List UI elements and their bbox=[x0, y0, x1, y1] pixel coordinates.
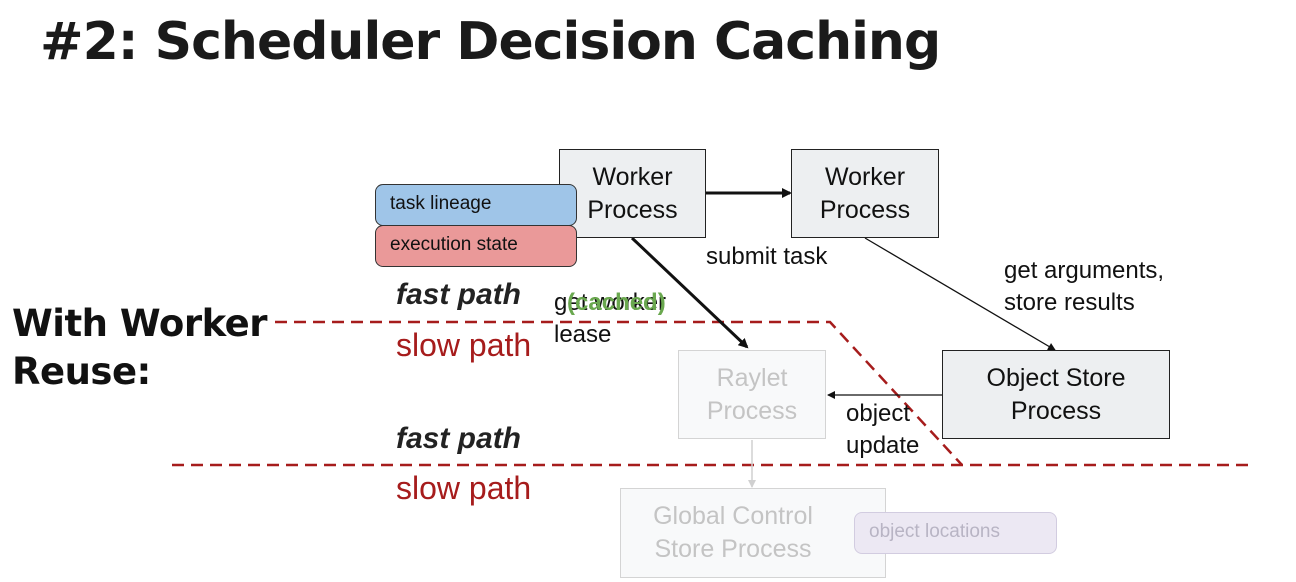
get-arguments-line2: store results bbox=[1004, 289, 1135, 316]
raylet-line2: Process bbox=[706, 396, 798, 425]
get-worker-lease-line1: get worker bbox=[554, 289, 667, 316]
object-store-line2: Process bbox=[1010, 396, 1102, 425]
get-worker-lease-line2: lease bbox=[554, 321, 612, 348]
worker-process-line1: Worker bbox=[592, 162, 673, 191]
object-locations-tag: object locations bbox=[854, 512, 1057, 554]
gcs-line1: Global Control bbox=[653, 502, 813, 530]
worker-process-2-line1: Worker bbox=[824, 162, 906, 191]
page-title: #2: Scheduler Decision Caching bbox=[40, 12, 941, 72]
raylet-line1: Raylet bbox=[716, 363, 788, 392]
side-label: With Worker Reuse: bbox=[12, 300, 268, 396]
fast-path-label-upper: fast path bbox=[396, 278, 522, 311]
object-store-line1: Object Store bbox=[986, 363, 1126, 392]
slow-path-label-lower: slow path bbox=[396, 470, 532, 506]
slow-path-label-upper: slow path bbox=[396, 327, 532, 363]
object-update-line1: object bbox=[846, 400, 911, 427]
get-worker-lease-arrow bbox=[630, 236, 749, 349]
worker-process-2-line2: Process bbox=[819, 195, 911, 224]
side-label-line1: With Worker bbox=[12, 302, 268, 345]
object-store-process-box: Object Store Process bbox=[942, 350, 1170, 439]
get-arguments-arrow bbox=[864, 237, 1056, 351]
object-update-label: object update bbox=[846, 398, 919, 462]
get-arguments-line1: get arguments, bbox=[1004, 257, 1165, 284]
task-lineage-tag: task lineage bbox=[375, 184, 577, 226]
worker-process-box: Worker Process bbox=[559, 149, 706, 238]
submit-task-label: submit task bbox=[706, 243, 828, 270]
upper-boundary-line bbox=[275, 320, 963, 466]
worker-process-box-2: Worker Process bbox=[791, 149, 939, 238]
fast-path-label-lower: fast path bbox=[396, 422, 522, 455]
object-update-line2: update bbox=[846, 432, 920, 459]
worker-process-line2: Process bbox=[587, 195, 678, 224]
side-label-line2: Reuse: bbox=[12, 350, 151, 393]
raylet-process-box: Raylet Process bbox=[678, 350, 826, 439]
get-arguments-label: get arguments, store results bbox=[1004, 255, 1164, 319]
gcs-process-box: Global Control Store Process bbox=[620, 488, 886, 578]
gcs-line2: Store Process bbox=[654, 535, 812, 563]
execution-state-tag: execution state bbox=[375, 225, 577, 267]
cached-label: (cached) bbox=[567, 289, 666, 316]
get-worker-lease-label: get worker lease bbox=[554, 287, 666, 351]
